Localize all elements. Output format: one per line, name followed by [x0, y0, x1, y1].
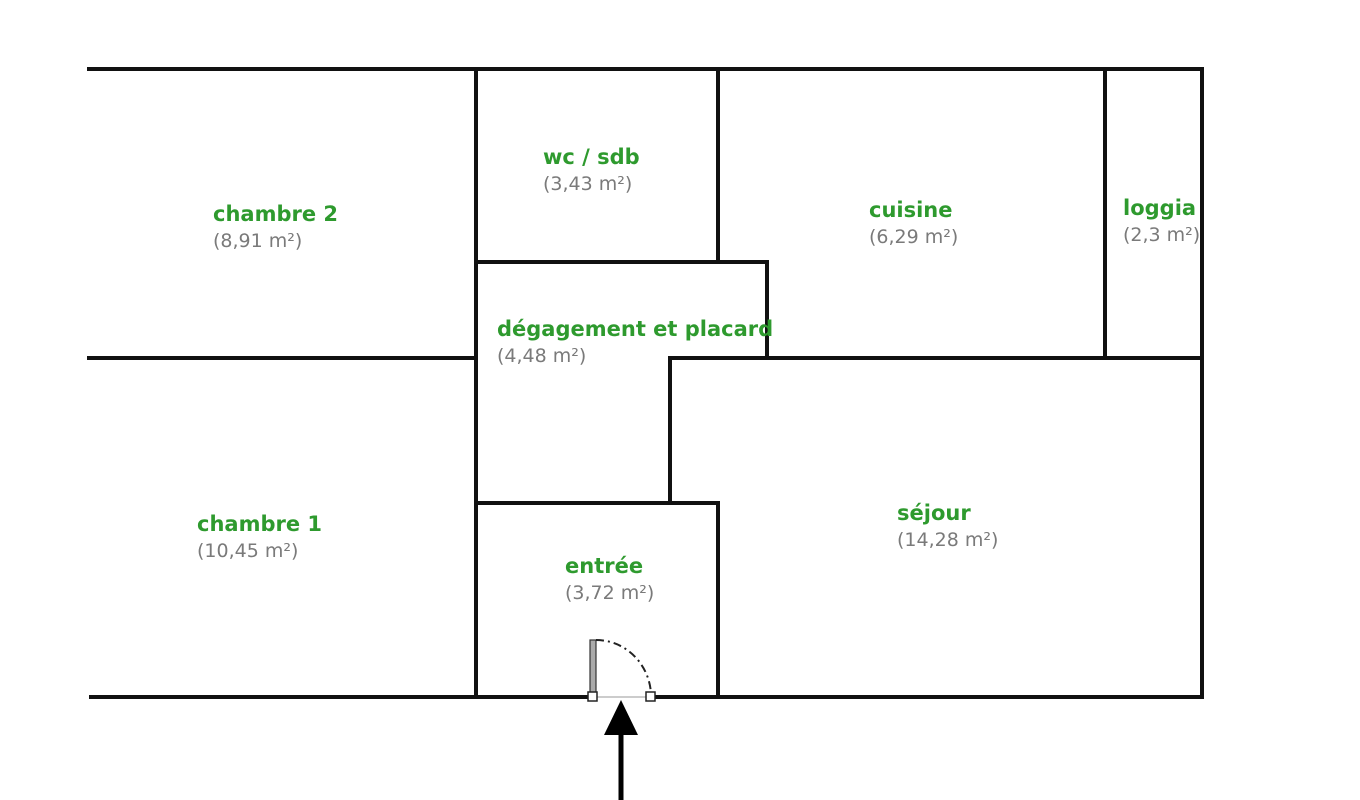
room-area: (2,3 m²): [1123, 224, 1201, 246]
room-area: (6,29 m²): [869, 226, 959, 248]
door-hinge: [587, 691, 598, 702]
outer-wall: [87, 67, 1204, 699]
room-name: séjour: [897, 501, 971, 525]
entrance-door: [587, 638, 656, 702]
door-swing-arc: [595, 638, 652, 695]
room-sejour: séjour (14,28 m²): [897, 500, 998, 554]
door-leaf: [589, 639, 597, 698]
room-entree: entrée (3,72 m²): [565, 553, 654, 607]
room-chambre-2: chambre 2 (8,91 m²): [213, 201, 338, 255]
room-area: (3,43 m²): [543, 173, 633, 195]
room-area: (3,72 m²): [565, 582, 655, 604]
room-loggia: loggia (2,3 m²): [1123, 195, 1200, 249]
room-name: dégagement et placard: [497, 317, 774, 341]
room-degagement: dégagement et placard (4,48 m²): [497, 316, 773, 370]
room-area: (10,45 m²): [197, 540, 299, 562]
room-name: entrée: [565, 554, 644, 578]
room-area: (8,91 m²): [213, 230, 303, 252]
room-area: (14,28 m²): [897, 529, 999, 551]
room-name: wc / sdb: [543, 145, 640, 169]
room-name: loggia: [1123, 196, 1197, 220]
room-cuisine: cuisine (6,29 m²): [869, 197, 958, 251]
walls: [87, 67, 1204, 699]
room-wc-sdb: wc / sdb (3,43 m²): [543, 144, 640, 198]
room-area: (4,48 m²): [497, 345, 587, 367]
room-name: cuisine: [869, 198, 953, 222]
entrance-arrow: [604, 700, 638, 800]
room-chambre-1: chambre 1 (10,45 m²): [197, 511, 322, 565]
room-name: chambre 2: [213, 202, 339, 226]
door-hinge: [645, 691, 656, 702]
room-name: chambre 1: [197, 512, 323, 536]
